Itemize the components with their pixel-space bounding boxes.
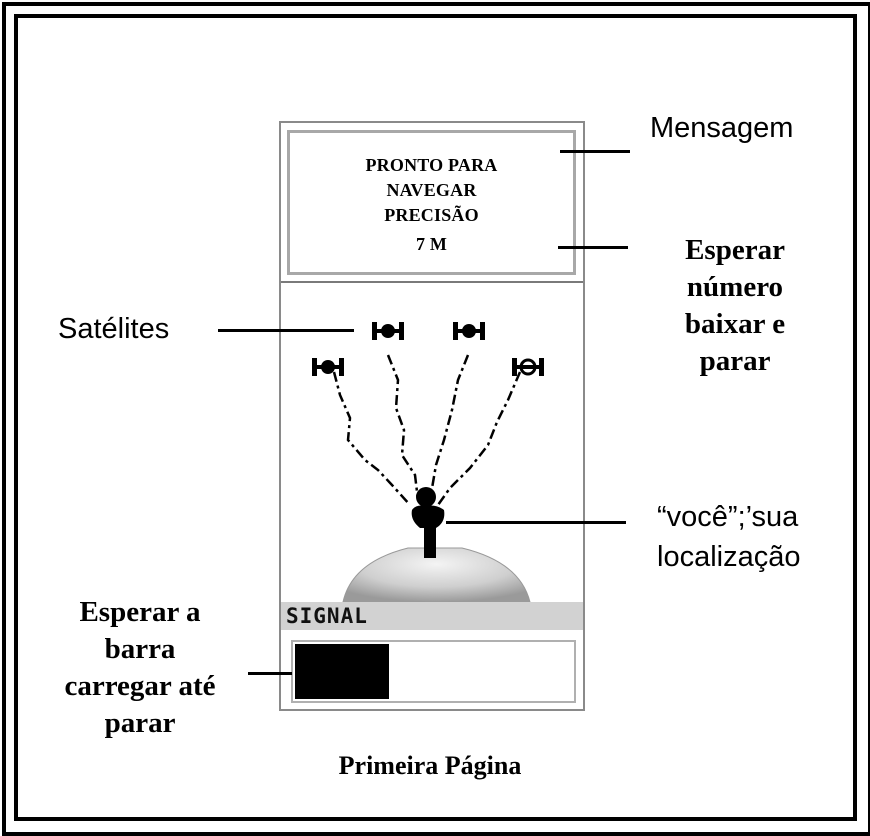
label-esperar-barra-line-3: carregar até xyxy=(64,670,216,702)
person-icon xyxy=(411,487,445,558)
signal-bar-fill xyxy=(295,644,389,699)
caption: Primeira Página xyxy=(338,751,522,780)
label-mensagem: Mensagem xyxy=(650,112,794,144)
satellite-icon xyxy=(312,358,344,376)
label-esperar-numero-line-1: Esperar xyxy=(685,234,785,266)
label-satelites: Satélites xyxy=(58,313,170,345)
earth-dome-icon xyxy=(342,547,531,603)
satellite-icon xyxy=(512,358,544,376)
label-esperar-barra-line-1: Esperar a xyxy=(79,596,201,628)
esperar-barra-pointer-line xyxy=(248,672,292,675)
message-line-3: PRECISÃO xyxy=(384,205,479,225)
signal-bar xyxy=(291,640,576,703)
label-esperar-numero-line-4: parar xyxy=(699,345,771,377)
satellite-icon xyxy=(372,322,404,340)
label-esperar-barra-line-4: parar xyxy=(104,707,176,739)
message-line-4: 7 M xyxy=(415,234,448,254)
label-voce: “você”;’sua localização xyxy=(657,497,800,577)
label-esperar-numero-line-2: número xyxy=(686,271,784,303)
voce-pointer-line xyxy=(446,521,626,524)
signal-label: SIGNAL xyxy=(286,604,368,628)
mensagem-pointer-line xyxy=(560,150,630,153)
label-voce-line-1: “você”;’sua xyxy=(657,501,799,533)
satelites-pointer-line xyxy=(218,329,354,332)
inner-frame xyxy=(14,14,857,821)
satellite-icon xyxy=(453,322,485,340)
signal-band xyxy=(281,602,583,630)
label-esperar-numero: Esperar número baixar e parar xyxy=(650,232,820,380)
label-esperar-numero-line-3: baixar e xyxy=(684,308,786,340)
message-line-1: PRONTO PARA xyxy=(365,155,498,175)
message-line-2: NAVEGAR xyxy=(386,180,477,200)
message-divider xyxy=(281,281,583,283)
esperar-numero-pointer-line xyxy=(558,246,628,249)
label-voce-line-2: localização xyxy=(657,541,801,573)
message-box xyxy=(287,130,576,275)
label-esperar-barra-line-2: barra xyxy=(104,633,176,665)
signal-paths xyxy=(332,354,522,506)
label-esperar-barra: Esperar a barra carregar até parar xyxy=(40,594,240,742)
